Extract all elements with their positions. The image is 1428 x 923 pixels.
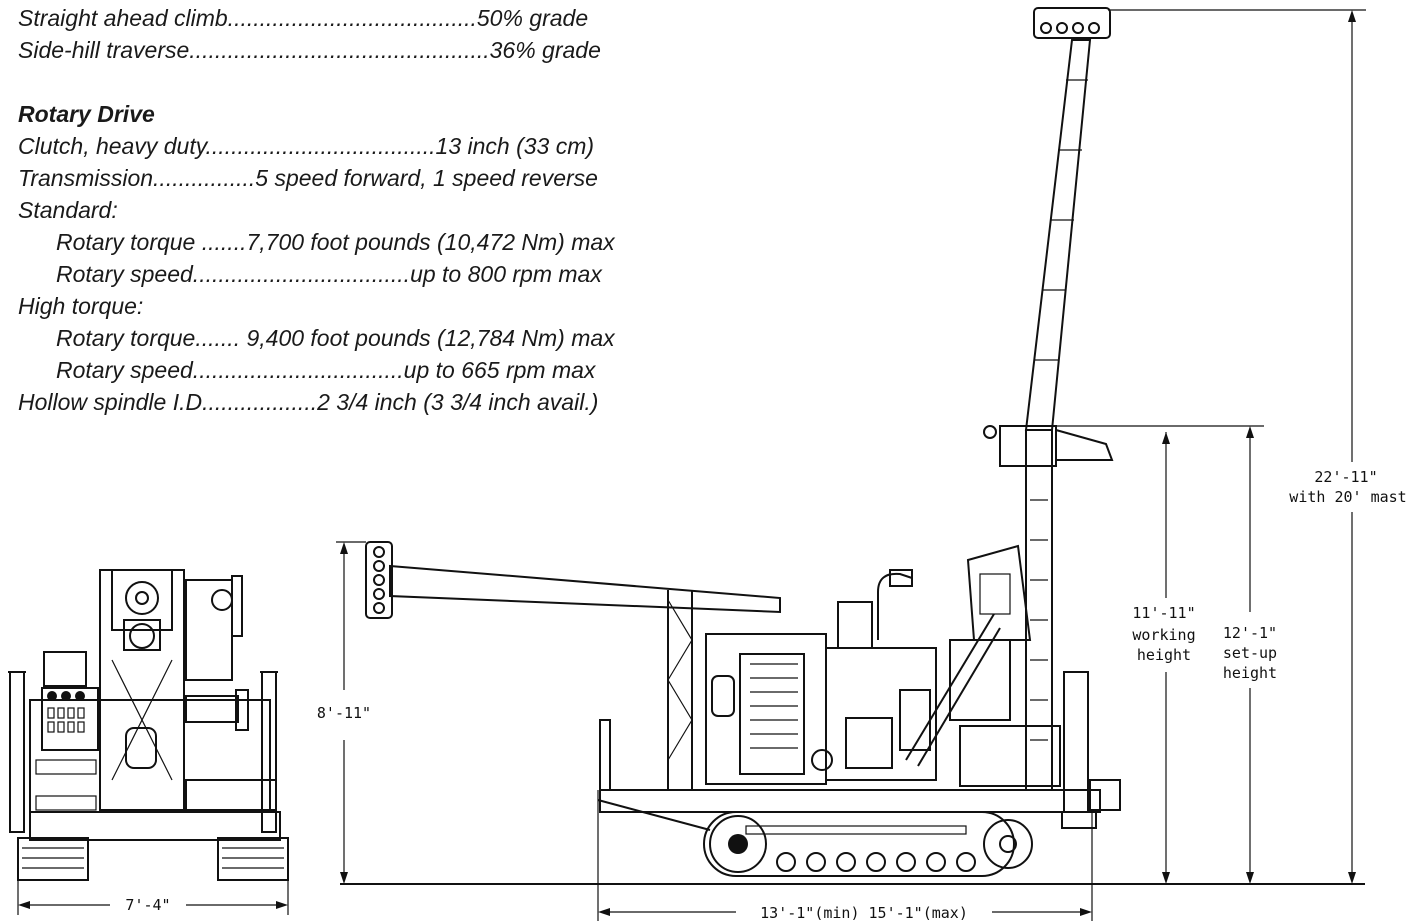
- front-width-label: 7'-4": [125, 896, 170, 914]
- spec-line-high-torque: High torque:: [18, 293, 143, 319]
- length-dimension: 13'-1"(min) 15'-1"(max): [597, 790, 1093, 922]
- total-height-note: with 20' mast: [1289, 488, 1406, 506]
- rotary-drive-heading: Rotary Drive: [18, 101, 155, 127]
- boom-height-dimension: 8'-11": [317, 541, 371, 884]
- spec-line-ht-speed: Rotary speed............................…: [56, 357, 597, 383]
- spec-line-transmission: Transmission................5 speed forw…: [18, 165, 598, 191]
- working-height-label-2: height: [1137, 646, 1191, 664]
- spec-line-clutch: Clutch, heavy duty......................…: [18, 133, 594, 159]
- spec-line-ht-torque: Rotary torque....... 9,400 foot pounds (…: [56, 325, 616, 351]
- side-view-rig: [365, 7, 1121, 877]
- vertical-mast: [1025, 429, 1053, 791]
- total-height-value: 22'-11": [1314, 468, 1377, 486]
- crawler-track: [703, 811, 1015, 877]
- front-width-dimension: 7'-4": [17, 868, 289, 915]
- setup-height-label-2: height: [1223, 664, 1277, 682]
- extended-mast: [1024, 39, 1092, 431]
- lowered-boom: [389, 564, 781, 614]
- working-height-label-1: working: [1132, 626, 1195, 644]
- spec-text-block: Straight ahead climb....................…: [18, 5, 616, 415]
- spec-line-spindle: Hollow spindle I.D..................2 3/…: [18, 389, 598, 415]
- spec-line-climb: Straight ahead climb....................…: [18, 5, 588, 31]
- spec-line-std-torque: Rotary torque .......7,700 foot pounds (…: [56, 229, 616, 255]
- setup-height-label-1: set-up: [1223, 644, 1277, 662]
- total-height-dimension: 22'-11" with 20' mast: [1108, 9, 1407, 884]
- spec-line-traverse: Side-hill traverse......................…: [18, 37, 601, 63]
- spec-line-standard: Standard:: [18, 197, 118, 223]
- front-view-rig: [8, 569, 289, 881]
- working-height-dimension: 11'-11" working height: [1000, 425, 1264, 884]
- setup-height-value: 12'-1": [1223, 624, 1277, 642]
- spec-line-std-speed: Rotary speed............................…: [56, 261, 603, 287]
- working-height-value: 11'-11": [1132, 604, 1195, 622]
- length-label: 13'-1"(min) 15'-1"(max): [760, 904, 968, 922]
- boom-height-label: 8'-11": [317, 704, 371, 722]
- setup-height-dimension: 12'-1" set-up height: [1223, 426, 1277, 884]
